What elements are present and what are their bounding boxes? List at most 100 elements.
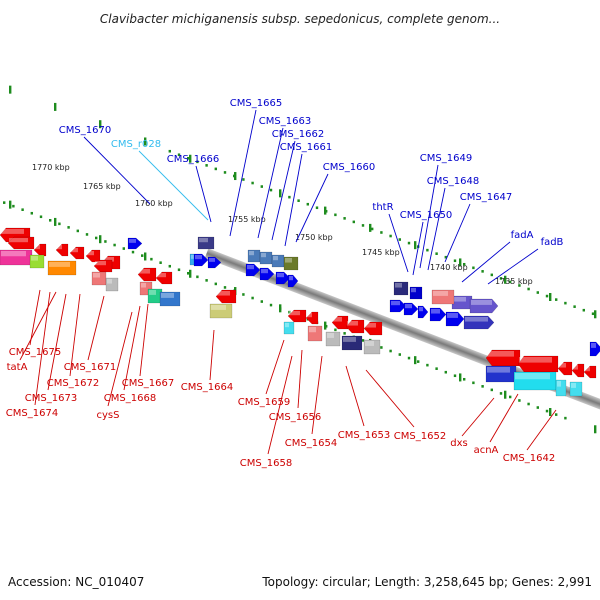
gene-label[interactable]: fadB [541, 237, 564, 248]
gene-highlight [107, 279, 112, 284]
gene-feature[interactable] [127, 237, 143, 250]
gene-label[interactable]: CMS_1648 [427, 176, 479, 187]
gene-label[interactable]: CMS_1663 [259, 116, 311, 127]
gene-feature[interactable] [283, 321, 295, 335]
gene-feature[interactable] [571, 363, 585, 378]
gene-feature[interactable] [325, 331, 341, 347]
gene-feature[interactable] [245, 263, 261, 277]
ruler-dot [334, 328, 337, 332]
gene-feature[interactable] [445, 311, 465, 327]
gene-label[interactable]: CMS_r028 [111, 139, 161, 150]
gene-feature[interactable] [307, 325, 323, 342]
gene-feature[interactable] [283, 256, 299, 271]
gene-label[interactable]: cysS [97, 410, 120, 421]
gene-label[interactable]: CMS_1665 [230, 98, 282, 109]
ruler-tick-label: 1760 kbp [135, 199, 173, 208]
gene-feature[interactable] [389, 299, 407, 313]
ruler-dot [205, 279, 208, 282]
gene-label[interactable]: CMS_1664 [181, 382, 233, 393]
gene-feature[interactable] [69, 246, 85, 260]
gene-label[interactable]: CMS_1660 [323, 162, 375, 173]
gene-label[interactable]: CMS_1656 [269, 412, 321, 423]
gene-highlight [195, 255, 202, 260]
ruler-dot [334, 213, 337, 217]
gene-label[interactable]: dxs [450, 438, 467, 449]
gene-label[interactable]: CMS_1666 [167, 154, 219, 165]
gene-feature[interactable] [345, 319, 365, 334]
gene-feature[interactable] [393, 281, 409, 296]
gene-feature[interactable] [197, 236, 215, 250]
gene-label[interactable]: CMS_1672 [47, 378, 99, 389]
gene-label[interactable]: acnA [474, 445, 499, 456]
gene-feature[interactable] [589, 341, 600, 357]
gene-feature[interactable] [33, 243, 47, 257]
gene-feature[interactable] [517, 355, 559, 373]
gene-feature[interactable] [159, 291, 181, 307]
gene-feature[interactable] [287, 309, 307, 323]
gene-label[interactable]: CMS_1647 [460, 192, 512, 203]
gene-label[interactable]: CMS_1661 [280, 142, 332, 153]
gene-label[interactable]: CMS_1668 [104, 393, 156, 404]
gene-feature[interactable] [207, 256, 222, 269]
gene-label[interactable]: CMS_1652 [394, 431, 446, 442]
gene-feature[interactable] [557, 361, 573, 376]
ruler-dot [398, 238, 401, 241]
gene-feature[interactable] [417, 305, 429, 319]
gene-feature[interactable] [137, 267, 157, 282]
ruler-dot [76, 229, 79, 233]
gene-feature[interactable] [463, 315, 495, 330]
gene-label[interactable]: CMS_1674 [6, 408, 58, 419]
gene-label[interactable]: CMS_1642 [503, 453, 555, 464]
gene-feature[interactable] [155, 271, 173, 285]
gene-label[interactable]: fadA [511, 230, 534, 241]
label-leader-line [419, 164, 439, 269]
gene-label[interactable]: CMS_1654 [285, 438, 337, 449]
gene-label[interactable]: CMS_1653 [338, 430, 390, 441]
gene-label[interactable]: thtR [372, 202, 393, 213]
gene-feature[interactable] [275, 271, 291, 285]
gene-feature[interactable] [363, 339, 381, 355]
gene-feature[interactable] [363, 321, 383, 336]
gene-feature[interactable] [215, 289, 237, 304]
ruler-dot [269, 188, 273, 192]
label-leader-line [34, 291, 51, 406]
gene-label[interactable]: CMS_1670 [59, 125, 111, 136]
gene-label[interactable]: CMS_1659 [238, 397, 290, 408]
gene-feature[interactable] [431, 289, 455, 305]
gene-feature[interactable] [29, 254, 45, 269]
gene-feature[interactable] [209, 303, 233, 319]
gene-feature[interactable] [469, 298, 499, 314]
gene-feature[interactable] [47, 260, 77, 276]
gene-feature[interactable] [259, 267, 275, 281]
gene-label[interactable]: CMS_1675 [9, 347, 61, 358]
gene-feature[interactable] [193, 253, 209, 267]
ruler-major-tick [594, 310, 597, 319]
ruler-dot [407, 356, 411, 360]
gene-feature[interactable] [555, 379, 567, 397]
gene-feature[interactable] [7, 236, 35, 250]
gene-label[interactable]: CMS_1662 [272, 129, 324, 140]
gene-label[interactable]: CMS_1667 [122, 378, 174, 389]
ruler-dot [499, 277, 503, 280]
gene-feature[interactable] [287, 274, 299, 288]
ruler-major-tick [189, 269, 192, 278]
gene-feature[interactable] [583, 365, 597, 379]
gene-feature[interactable] [341, 335, 363, 351]
ruler-dot [104, 240, 107, 243]
gene-feature[interactable] [569, 381, 583, 397]
ruler-major-tick [369, 223, 372, 232]
gene-feature[interactable] [429, 307, 447, 322]
gene-feature[interactable] [105, 277, 119, 292]
gene-feature[interactable] [403, 302, 419, 316]
gene-label[interactable]: CMS_1658 [240, 458, 292, 469]
gene-label[interactable]: CMS_1671 [64, 362, 116, 373]
gene-label[interactable]: CMS_1649 [420, 153, 472, 164]
gene-label[interactable]: tatA [7, 362, 28, 373]
gene-label[interactable]: CMS_1650 [400, 210, 452, 221]
gene-label[interactable]: CMS_1673 [25, 393, 77, 404]
ruler-dot [39, 215, 43, 219]
gene-feature[interactable] [93, 259, 113, 273]
gene-feature[interactable] [305, 311, 319, 325]
gene-feature[interactable] [409, 286, 423, 300]
gene-feature[interactable] [55, 243, 69, 257]
